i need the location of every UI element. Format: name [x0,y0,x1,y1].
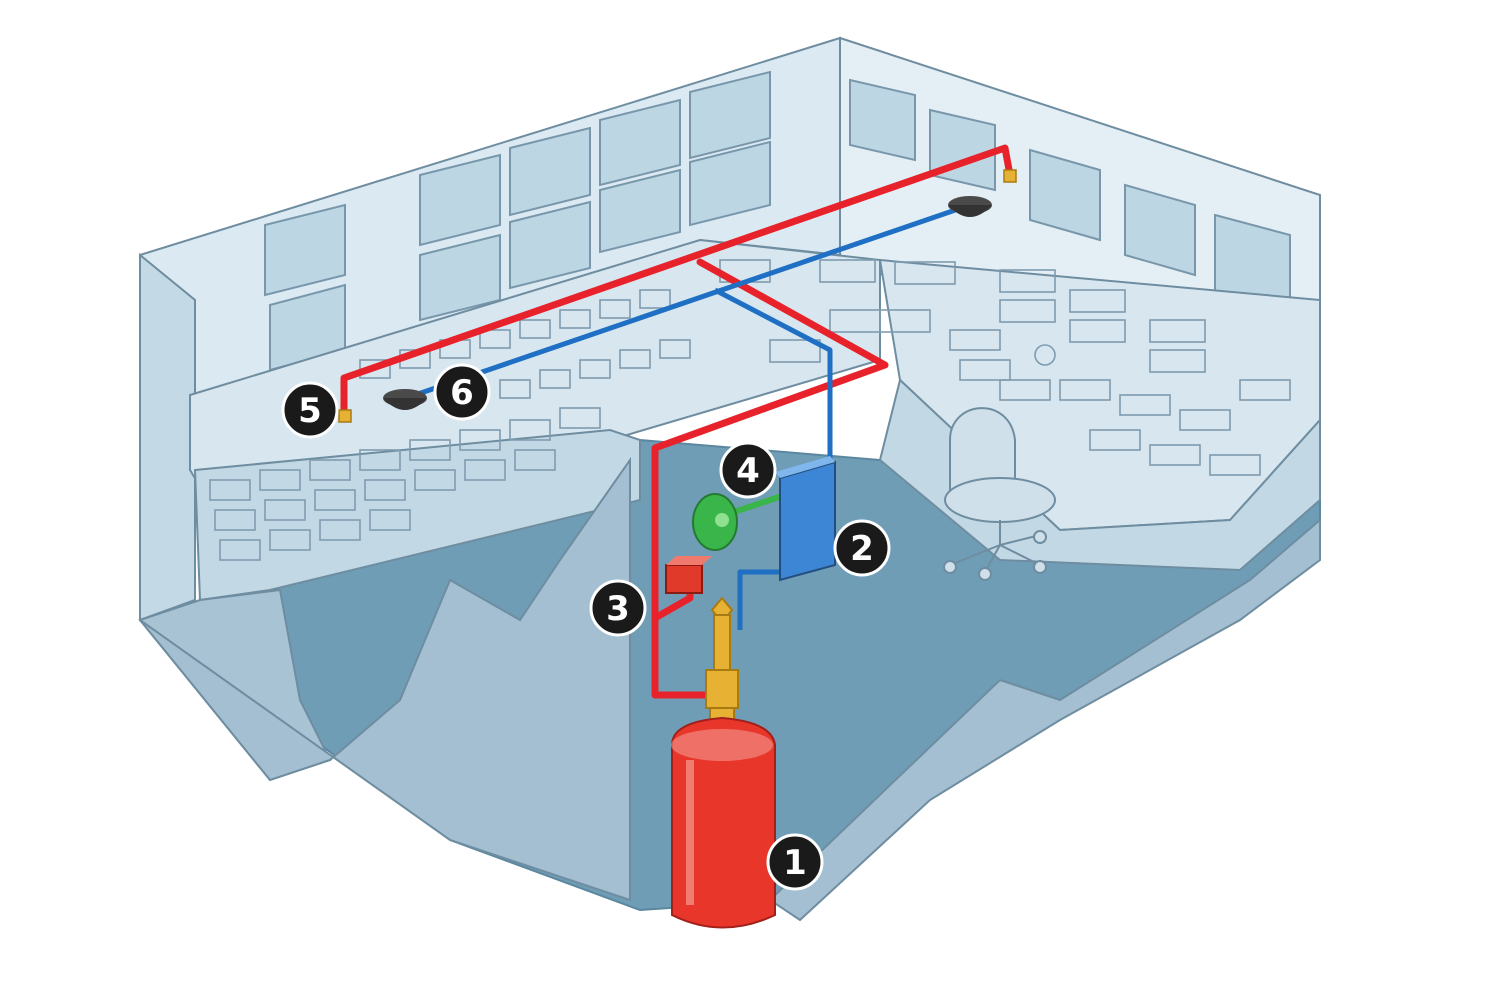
callouts: 1 2 3 4 5 6 [281,363,891,891]
control-panel-icon [775,456,836,582]
callout-1: 1 [766,833,824,891]
console-buttons-left [209,259,956,561]
wall-monitors-left [264,70,771,372]
front-low-wall-left [139,456,631,902]
svg-text:2: 2 [850,529,874,569]
callout-5: 5 [281,381,339,439]
chair [943,407,1056,581]
wall-monitors-right [849,78,1291,317]
detection-line-blue [414,202,971,630]
extinguisher-cylinder-icon [671,716,776,929]
callout-6: 6 [433,363,491,421]
alarm-bell-icon [692,493,738,551]
svg-text:3: 3 [606,589,630,629]
callout-3: 3 [589,579,647,637]
discharge-nozzle-icon [338,409,352,423]
console-buttons-right [949,269,1291,476]
smoke-detector-icon [383,389,427,410]
callout-4: 4 [719,441,777,499]
smoke-detector-icon [948,196,992,217]
svg-text:5: 5 [298,391,322,431]
front-low-wall-right [768,517,1321,922]
discharge-nozzle-icon [1003,169,1017,183]
callout-2: 2 [833,519,891,577]
svg-text:1: 1 [783,843,807,883]
manual-release-icon [665,556,712,594]
left-wall-face [139,252,196,622]
svg-text:6: 6 [450,373,474,413]
svg-text:4: 4 [736,451,760,491]
